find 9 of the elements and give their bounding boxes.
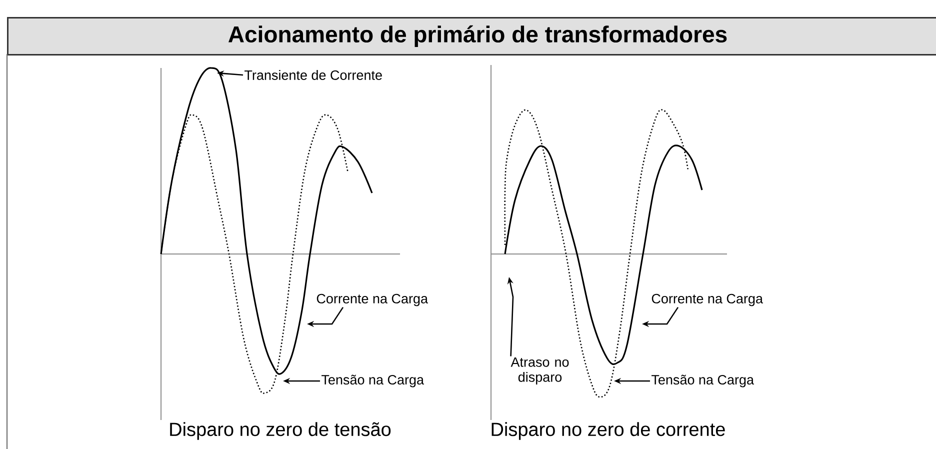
callout-text: Tensão na Carga xyxy=(322,374,424,388)
callout-text: Corrente na Carga xyxy=(316,294,428,306)
title-bar: Acionamento de primário de transformadores xyxy=(7,17,936,56)
chart-caption: Disparo no zero de corrente xyxy=(492,422,725,440)
chart-caption: Disparo no zero de tensão xyxy=(170,422,391,440)
callout-text: Transiente de Corrente xyxy=(244,70,382,80)
callout-text: Atraso no disparo xyxy=(510,357,569,385)
callout-text: Tensão na Carga xyxy=(652,374,754,388)
callout-text: Corrente na Carga xyxy=(652,294,763,306)
